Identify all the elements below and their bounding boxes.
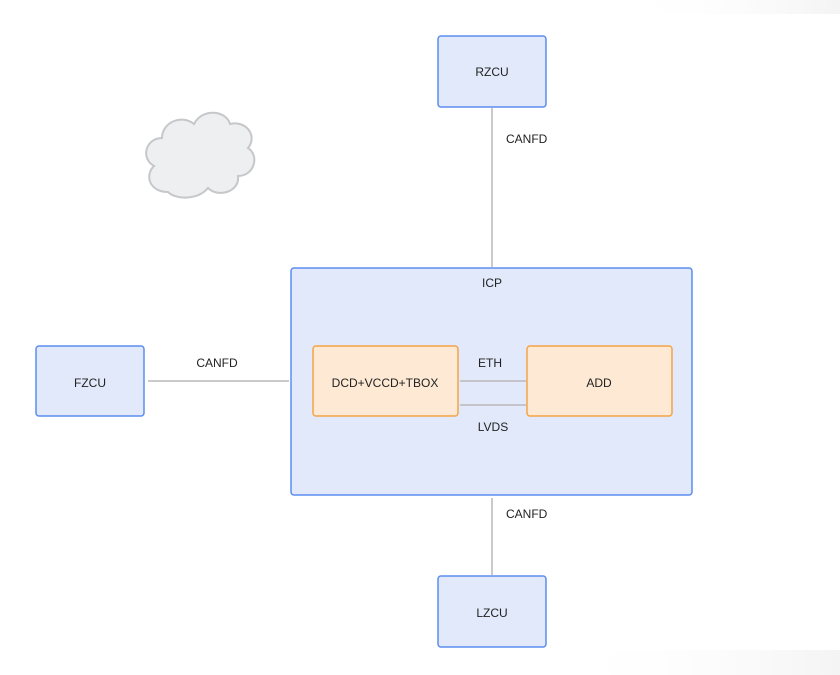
node-fzcu-label: FZCU	[74, 376, 106, 390]
node-rzcu-label: RZCU	[475, 65, 508, 79]
edge-rzcu-icp-label: CANFD	[506, 132, 548, 146]
edge-fzcu-icp-label: CANFD	[196, 356, 238, 370]
node-dcd-vccd-tbox-label: DCD+VCCD+TBOX	[332, 376, 439, 390]
node-rzcu[interactable]: RZCU	[437, 35, 547, 108]
node-lzcu-label: LZCU	[476, 606, 507, 620]
node-lzcu[interactable]: LZCU	[437, 575, 547, 648]
edge-dcd-add-lvds-label: LVDS	[478, 420, 508, 434]
corner-fade-bottom	[560, 650, 840, 675]
node-fzcu[interactable]: FZCU	[35, 345, 145, 417]
cloud-icon	[145, 111, 256, 199]
node-add-label: ADD	[586, 376, 612, 390]
corner-fade-top	[620, 0, 840, 14]
edge-dcd-add-eth-label: ETH	[478, 356, 502, 370]
node-add[interactable]: ADD	[526, 345, 673, 417]
node-dcd-vccd-tbox[interactable]: DCD+VCCD+TBOX	[312, 345, 459, 417]
edge-icp-lzcu-label: CANFD	[506, 507, 548, 521]
node-icp-label: ICP	[482, 276, 502, 290]
